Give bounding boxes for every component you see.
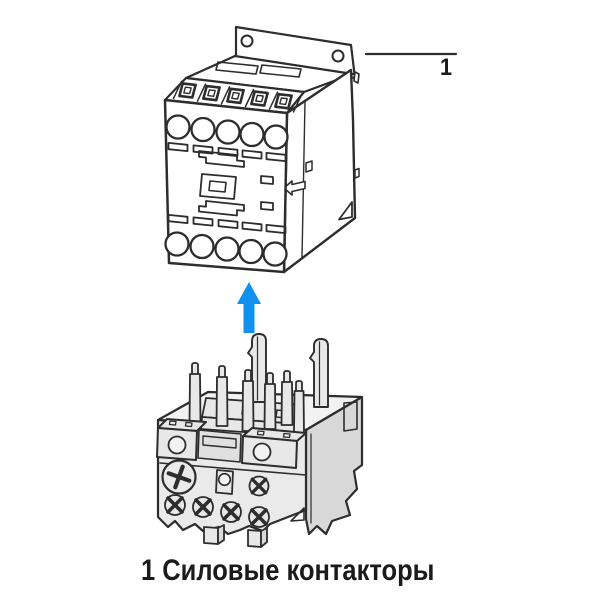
screw-terminal: [248, 475, 270, 497]
contactor-side-panel: [282, 68, 360, 274]
screw-terminal: [164, 494, 186, 516]
screw-terminal: [248, 506, 270, 528]
overload-relay-illustration: [156, 333, 364, 548]
contactor-mounting-plate: [234, 25, 360, 84]
relay-front-panel: [159, 459, 307, 528]
figure-caption: 1 Силовые контакторы: [141, 554, 435, 587]
contactor-illustration: [163, 25, 360, 274]
relay-mounting-feet: [203, 524, 268, 548]
relay-contact-pins: [188, 362, 305, 434]
screw-terminal: [220, 501, 242, 523]
contactor-terminal-band: [163, 76, 306, 115]
din-rail-clip: [338, 201, 353, 221]
callout-label: 1: [440, 54, 453, 81]
screw-terminal: [192, 496, 214, 518]
release-clip: [283, 180, 306, 196]
relay-upper-blocks: [156, 418, 307, 469]
up-arrow-icon: [237, 282, 261, 333]
contactor-front-face: [163, 98, 289, 274]
relay-side-details: [310, 401, 358, 524]
